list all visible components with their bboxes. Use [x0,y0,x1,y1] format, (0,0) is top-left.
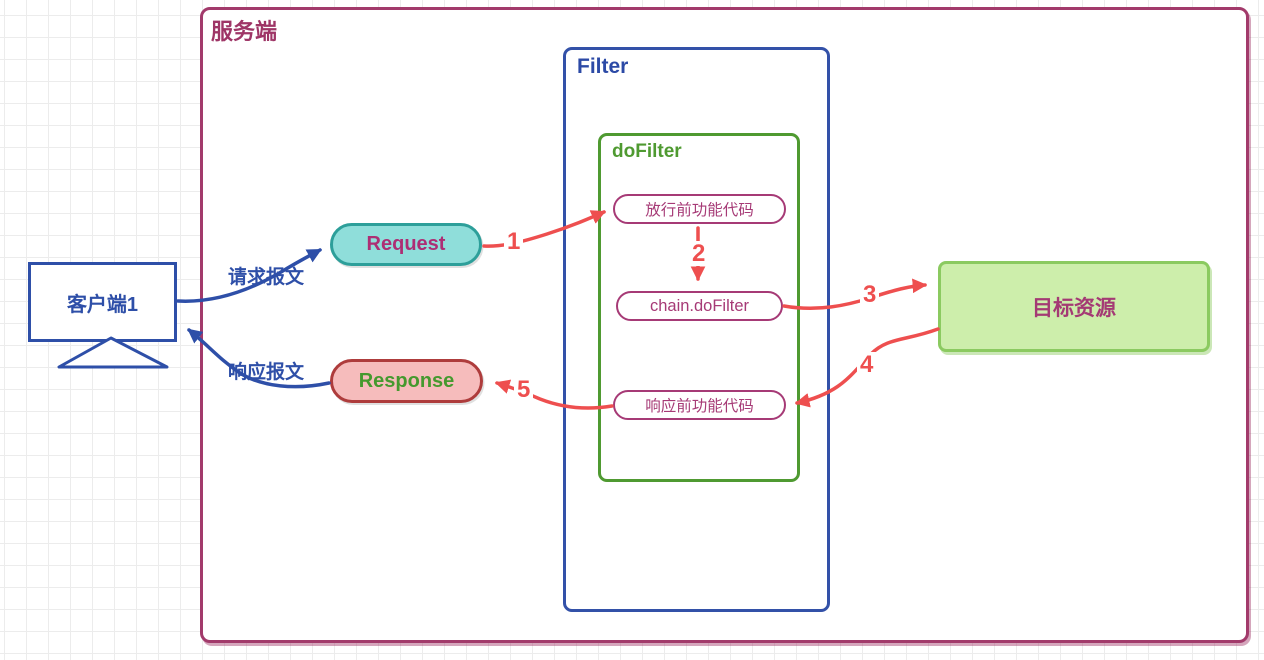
step-before-response-pill: 响应前功能代码 [613,390,786,420]
monitor-stand-triangle [57,336,169,369]
filter-label: Filter [577,55,629,78]
step-number-4: 4 [857,352,877,377]
step-number-3: 3 [860,282,880,307]
client-monitor: 客户端1 [28,262,177,342]
response-message-label: 响应报文 [228,362,305,383]
server-label: 服务端 [211,19,278,44]
request-pill: Request [330,223,482,266]
step-number-1: 1 [504,229,524,254]
step-before-pass-pill: 放行前功能代码 [613,194,786,224]
step-number-2: 2 [689,241,709,266]
dofilter-label: doFilter [612,141,682,162]
step-chain-dofilter-pill: chain.doFilter [616,291,783,321]
step-number-5: 5 [514,377,534,402]
request-message-label: 请求报文 [228,267,305,288]
response-pill: Response [330,359,483,403]
target-resource-box: 目标资源 [938,261,1210,352]
